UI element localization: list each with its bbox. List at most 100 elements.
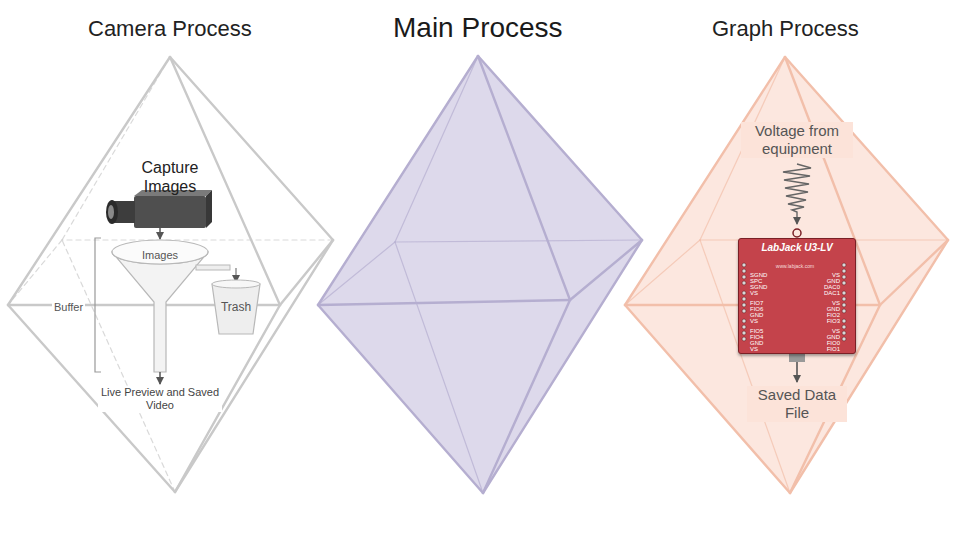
pin-dot — [742, 275, 746, 279]
trash-cup-part — [212, 284, 260, 334]
output-arrow — [159, 372, 161, 384]
device-name: LabJack U3-LV — [739, 239, 855, 253]
label-slot: Trash — [216, 297, 256, 315]
octahedron-edge — [318, 56, 478, 305]
pin-dot — [842, 303, 846, 307]
pin-dot — [842, 309, 846, 313]
octahedron-edge — [170, 57, 333, 240]
octahedron-edge — [175, 240, 333, 492]
diagram-label: Buffer — [52, 301, 85, 314]
octahedron-back-edge — [395, 56, 478, 242]
pin-name: FIO5 — [750, 328, 763, 334]
pin-name: GND — [750, 340, 763, 346]
pin-dot — [842, 275, 846, 279]
pin-name: GND — [827, 306, 840, 312]
pin-name: FIO6 — [750, 306, 763, 312]
pin-name: FIO3 — [827, 318, 840, 324]
octahedron-edge — [483, 300, 570, 493]
octahedron-back-edge — [8, 240, 62, 305]
pin-dot — [742, 331, 746, 335]
octahedron-edge — [478, 56, 570, 300]
main-process-octahedron: Main Process — [310, 4, 650, 503]
label-slot: Live Preview and Saved Video — [98, 386, 222, 413]
octahedron-edge — [318, 305, 483, 493]
camera-icon-part — [108, 205, 114, 219]
diagram-label: Trash — [219, 300, 253, 314]
pin-name: VS — [832, 300, 840, 306]
pin-dot — [842, 331, 846, 335]
octahedron-back-edge — [62, 240, 175, 492]
octahedron-fill — [625, 57, 948, 493]
pin-dot — [742, 309, 746, 313]
pin-dot — [842, 319, 846, 323]
process-heading: Camera Process — [88, 16, 252, 41]
octahedron-back-edge — [395, 242, 483, 493]
pin-dot — [742, 269, 746, 273]
pin-name: GND — [827, 334, 840, 340]
process-heading: Main Process — [393, 12, 563, 44]
pin-dot — [742, 281, 746, 285]
octahedron-back-edge — [625, 240, 700, 305]
process-heading: Graph Process — [712, 16, 859, 41]
pin-dot — [742, 297, 746, 301]
pin-name: SPC — [750, 278, 762, 284]
device-plug — [789, 354, 805, 362]
diagram-label: Voltage from equipment — [741, 122, 853, 158]
octahedron-edge — [483, 240, 642, 493]
pin-name: FIO7 — [750, 300, 763, 306]
pin-name: GND — [827, 278, 840, 284]
pin-dot — [742, 291, 746, 295]
camera-icon — [106, 190, 212, 228]
camera-icon-part — [206, 190, 212, 228]
diagram-label: Capture Images — [120, 158, 220, 196]
pin-dot — [742, 325, 746, 329]
pin-name: SGND — [750, 272, 767, 278]
pin-dot — [842, 269, 846, 273]
octahedron-outline — [310, 4, 650, 503]
octahedron-fill — [318, 56, 642, 493]
diagram-label: Live Preview and Saved Video — [98, 386, 222, 412]
octahedron-edge — [478, 56, 642, 240]
pin-name: GND — [750, 312, 763, 318]
funnel-icon-part — [112, 240, 208, 264]
funnel-icon-part — [196, 265, 230, 270]
octahedron-back-edge — [62, 239, 333, 240]
pin-dot — [842, 291, 846, 295]
trash-cup-part — [212, 280, 260, 288]
pin-dot — [842, 325, 846, 329]
label-slot: Capture Images — [120, 158, 220, 196]
diagram-label: Saved Data File — [747, 386, 847, 422]
labjack-device: LabJack U3-LVwww.labjack.comSGNDSPCSGNDV… — [738, 238, 856, 354]
camera-icon-part — [106, 200, 118, 224]
pin-name: VS — [750, 318, 758, 324]
capture-arrow — [159, 228, 161, 239]
graph-process-octahedron: Graph ProcessLabJack U3-LV www.labjack.co… — [615, 8, 958, 503]
octahedron-edge — [880, 240, 948, 305]
diagram-label: Images — [142, 249, 178, 262]
pin-dot — [842, 281, 846, 285]
octahedron-edge — [570, 240, 642, 300]
octahedron-back-edge — [62, 57, 170, 240]
funnel-icon-part — [112, 252, 208, 372]
pin-name: VS — [750, 290, 758, 296]
pin-name: VS — [832, 272, 840, 278]
label-slot: www.labjack.com — [755, 254, 835, 272]
pin-dot — [742, 303, 746, 307]
trash-cup — [212, 280, 260, 334]
pin-name: VS — [750, 346, 758, 352]
pin-dot — [842, 263, 846, 267]
pin-name: FIO2 — [827, 312, 840, 318]
pin-name: DAC1 — [824, 290, 840, 296]
octahedron-back-edge — [395, 240, 642, 242]
pin-name: FIO4 — [750, 334, 763, 340]
label-slot: Saved Data File — [747, 386, 847, 422]
pin-name: FIO0 — [827, 340, 840, 346]
pin-dot — [742, 263, 746, 267]
pin-name: VS — [832, 328, 840, 334]
save-arrow — [796, 362, 798, 382]
diagram-label: www.labjack.com — [776, 263, 814, 269]
pin-dot — [742, 337, 746, 341]
pin-dot — [842, 297, 846, 301]
octahedron-edge — [318, 300, 570, 305]
pin-dot — [742, 319, 746, 323]
